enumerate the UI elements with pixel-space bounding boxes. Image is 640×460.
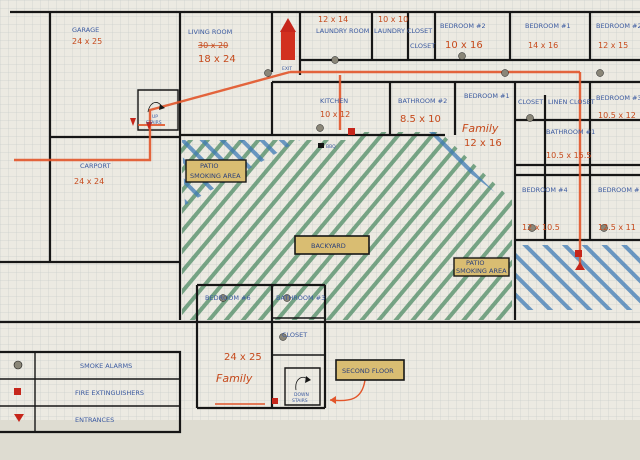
legend: SMOKE ALARMS FIRE EXTINGUISHERS ENTRANCE…: [0, 350, 182, 434]
bedroom-4-label: BEDROOM #4: [522, 186, 568, 194]
smoke-alarm-icon: [219, 294, 227, 302]
fire-extinguisher-icon: [348, 128, 355, 135]
patio-right-label: PATIO: [466, 259, 484, 267]
patio-left-label-2: SMOKING AREA: [190, 172, 241, 180]
patio-left-label: PATIO: [200, 162, 218, 170]
smoke-alarm-icon: [526, 114, 534, 122]
smoke-alarm-icon: [528, 224, 536, 232]
paper-bottom-band: [0, 420, 640, 460]
bedroom-2-right-label: BEDROOM #2: [596, 22, 640, 30]
entrance-icon: [14, 414, 24, 422]
family-bedroom-1-note: Family: [462, 122, 499, 135]
legend-label-smoke-alarms: SMOKE ALARMS: [80, 362, 132, 370]
exit-label: EXIT: [282, 66, 292, 72]
laundry-closet-dims: 10 x 10: [378, 15, 408, 24]
smoke-alarm-icon: [264, 69, 272, 77]
second-floor-tag: SECOND FLOOR: [335, 359, 405, 381]
bedroom-5-label: BEDROOM #5: [598, 186, 640, 194]
entrance-icon: [575, 262, 585, 270]
kitchen-label: KITCHEN: [320, 97, 348, 105]
legend-label-fire-extinguishers: FIRE EXTINGUISHERS: [75, 389, 144, 397]
smoke-alarm-icon: [331, 56, 339, 64]
entrance-icon: [146, 122, 152, 130]
smoke-alarm-icon: [279, 333, 287, 341]
up-stairs-label: UP: [152, 114, 158, 120]
smoke-alarm-icon: [316, 124, 324, 132]
bedroom-6-label: BEDROOM #6: [205, 294, 251, 302]
bbq-label: BBQ: [326, 144, 336, 150]
bedroom-2-dims: 10 x 16: [445, 40, 483, 51]
garage-label: GARAGE: [72, 26, 99, 34]
smoke-alarm-icon: [501, 69, 509, 77]
down-stairs-label-2: STAIRS: [292, 398, 308, 404]
down-stairs-label: DOWN: [294, 392, 309, 398]
smoke-alarm-icon: [458, 52, 466, 60]
entrances: [130, 118, 585, 270]
fire-extinguisher-icon: [272, 398, 278, 404]
living-room-old-dims: 30 x 20: [198, 41, 228, 50]
laundry-room-label: LAUNDRY ROOM: [316, 27, 369, 35]
bedroom-4-dims: 12 x 10.5: [522, 223, 560, 232]
family-bedroom-1-label: BEDROOM #1: [464, 92, 510, 100]
linen-closet-label: LINEN CLOSET: [548, 98, 595, 106]
up-stairs-label-2: STAIRS: [146, 120, 162, 126]
kitchen-dims: 10 x 12: [320, 110, 350, 119]
smoke-alarm-icon: [283, 294, 291, 302]
up-stairs: UP STAIRS: [146, 102, 165, 126]
living-room-dims: 18 x 24: [198, 54, 236, 65]
evacuation-route: [14, 70, 582, 405]
bathroom-1-dims: 10.5 x 15.5: [546, 151, 591, 160]
carport-dims: 24 x 24: [74, 177, 104, 186]
entrance-icon: [130, 118, 136, 126]
bathroom-3-label: BATHROOM #3: [276, 294, 325, 302]
backyard-label: BACKYARD: [311, 242, 346, 250]
backyard-tag: BACKYARD: [294, 235, 370, 255]
fire-extinguishers: [272, 128, 582, 404]
living-room-label: LIVING ROOM: [188, 28, 232, 36]
bathroom-2-dims: 8.5 x 10: [400, 114, 441, 125]
mid-closet-label: CLOSET: [518, 98, 543, 106]
bbq: BBQ: [318, 143, 336, 150]
patio-right-label-2: SMOKING AREA: [456, 267, 507, 275]
smoke-alarm-icon: [13, 360, 23, 370]
fire-extinguisher-icon: [575, 250, 582, 257]
bedroom-2-label: BEDROOM #2: [440, 22, 486, 30]
carport-label: CARPORT: [80, 162, 111, 170]
bathroom-1-label: BATHROOM #1: [546, 128, 595, 136]
bedroom-1-label: BEDROOM #1: [525, 22, 571, 30]
bedroom-3-label: BEDROOM #3: [596, 94, 640, 102]
second-floor-label: SECOND FLOOR: [342, 367, 394, 375]
bedroom-2-right-dims: 12 x 15: [598, 41, 628, 50]
patio-right-tag: PATIO SMOKING AREA: [453, 257, 510, 277]
bedroom-3-dims: 10.5 x 12: [598, 111, 636, 120]
family-bedroom-1-dims: 12 x 16: [464, 138, 502, 149]
smoke-alarms: [219, 52, 608, 341]
laundry-closet-label: LAUNDRY CLOSET: [374, 27, 432, 35]
down-stairs: DOWN STAIRS: [292, 376, 311, 404]
walls: [0, 10, 640, 410]
lower-closet-label: CLOSET: [282, 331, 307, 339]
room-labels: GARAGE 24 x 25 LIVING ROOM 30 x 20 18 x …: [72, 15, 640, 385]
patio-left-tag: PATIO SMOKING AREA: [185, 159, 247, 183]
fire-extinguisher-icon: [14, 388, 21, 395]
bedroom-1-dims: 14 x 16: [528, 41, 558, 50]
backyard-hatching: [180, 132, 640, 320]
laundry-room-dims: 12 x 14: [318, 15, 348, 24]
exit-marker: EXIT: [280, 18, 296, 72]
bathroom-2-label: BATHROOM #2: [398, 97, 447, 105]
lower-family-note: Family: [216, 372, 253, 385]
bedroom-5-dims: 12.5 x 11: [598, 223, 636, 232]
smoke-alarm-icon: [600, 224, 608, 232]
legend-label-entrances: ENTRANCES: [75, 416, 114, 424]
garage-dims: 24 x 25: [72, 37, 102, 46]
top-closet-label: CLOSET: [410, 42, 435, 50]
smoke-alarm-icon: [596, 69, 604, 77]
lower-family-dims: 24 x 25: [224, 352, 262, 363]
